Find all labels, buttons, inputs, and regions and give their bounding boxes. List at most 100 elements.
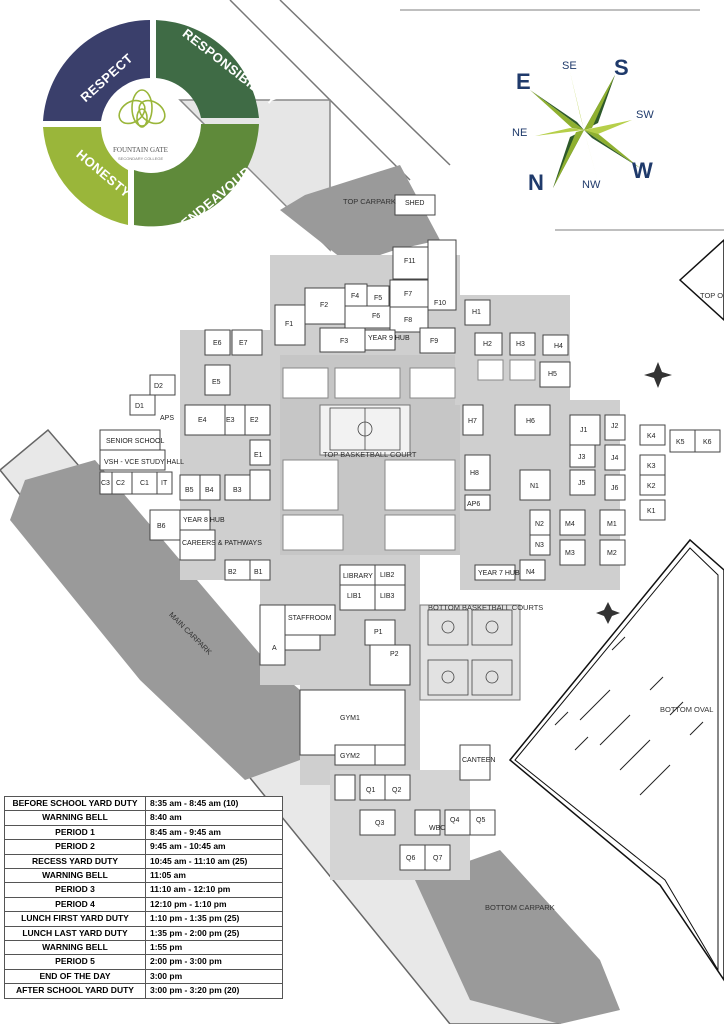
label-c1: C1 xyxy=(140,480,149,487)
schedule-time: 2:00 pm - 3:00 pm xyxy=(145,954,283,970)
schedule-time: 10:45 am - 11:10 am (25) xyxy=(145,853,283,870)
landmark-stars xyxy=(596,362,672,624)
compass-w: W xyxy=(632,158,653,183)
label-m2: M2 xyxy=(607,550,617,557)
schedule-event: BEFORE SCHOOL YARD DUTY xyxy=(4,795,146,812)
label-n2: N2 xyxy=(535,521,544,528)
label-q1: Q1 xyxy=(366,787,375,794)
label-e3: E3 xyxy=(226,417,235,424)
schedule-event: PERIOD 1 xyxy=(4,824,146,841)
label-j6: J6 xyxy=(611,485,619,492)
label-year8-hub: YEAR 8 HUB xyxy=(183,517,225,524)
label-d1: D1 xyxy=(135,403,144,410)
label-f4: F4 xyxy=(351,293,359,300)
label-e6: E6 xyxy=(213,340,222,347)
school-logo: RESPECT RESPONSIBILITY HONESTY ENDEAVOUR… xyxy=(43,20,280,231)
label-h3: H3 xyxy=(516,341,525,348)
schedule-time: 1:55 pm xyxy=(145,940,283,956)
bottom-carpark xyxy=(415,850,620,1024)
oval-markings xyxy=(554,636,704,796)
label-f7: F7 xyxy=(404,291,412,298)
label-m4: M4 xyxy=(565,521,575,528)
court-markings xyxy=(329,407,513,696)
schedule-time: 12:10 pm - 1:10 pm xyxy=(145,896,283,913)
label-e7: E7 xyxy=(239,340,248,347)
top-oval xyxy=(678,238,724,322)
label-c3: C3 xyxy=(101,480,110,487)
label-top-oval: TOP OVAL xyxy=(700,291,724,300)
label-h2: H2 xyxy=(483,341,492,348)
label-bottom-oval: BOTTOM OVAL xyxy=(660,705,713,714)
label-bottom-carpark: BOTTOM CARPARK xyxy=(485,903,555,912)
compass-nw: NW xyxy=(582,179,601,191)
label-j1: J1 xyxy=(580,427,588,434)
label-lib2: LIB2 xyxy=(380,572,395,579)
label-f2: F2 xyxy=(320,302,328,309)
label-f1: F1 xyxy=(285,321,293,328)
label-b6: B6 xyxy=(157,523,166,530)
label-vsh: VSH - VCE STUDY HALL xyxy=(104,459,184,466)
label-h4: H4 xyxy=(554,343,563,350)
label-e1: E1 xyxy=(254,452,263,459)
label-p1: P1 xyxy=(374,629,383,636)
schedule-time: 8:35 am - 8:45 am (10) xyxy=(145,795,283,812)
compass-ne: NE xyxy=(512,127,527,139)
label-careers: CAREERS & PATHWAYS xyxy=(182,540,262,547)
label-it: IT xyxy=(161,480,168,487)
schedule-event: PERIOD 5 xyxy=(4,954,146,970)
compass-n: N xyxy=(528,170,544,195)
label-k3: K3 xyxy=(647,463,656,470)
label-b4: B4 xyxy=(205,487,214,494)
label-q6: Q6 xyxy=(406,855,415,862)
logo-school-name: FOUNTAIN GATE xyxy=(113,146,168,154)
compass-se: SE xyxy=(562,60,577,72)
label-library: LIBRARY xyxy=(343,573,373,580)
label-k1: K1 xyxy=(647,508,656,515)
label-b1: B1 xyxy=(254,569,263,576)
label-n1: N1 xyxy=(530,483,539,490)
compass-s: S xyxy=(614,55,629,80)
bottom-oval xyxy=(508,538,724,982)
label-j4: J4 xyxy=(611,455,619,462)
label-j5: J5 xyxy=(578,480,586,487)
label-q2: Q2 xyxy=(392,787,401,794)
label-m3: M3 xyxy=(565,550,575,557)
label-wbc: WBC xyxy=(429,825,445,832)
label-bottom-basketball-courts: BOTTOM BASKETBALL COURTS xyxy=(428,603,543,612)
schedule-event: RECESS YARD DUTY xyxy=(4,853,146,870)
building-labels: F11 F10 F2 F4 F5 F7 F1 F6 F8 F3 YEAR 9 H… xyxy=(101,200,712,862)
label-e2: E2 xyxy=(250,417,259,424)
compass-e: E xyxy=(516,69,531,94)
label-a: A xyxy=(272,645,277,652)
label-top-basketball-court: TOP BASKETBALL COURT xyxy=(323,450,417,459)
label-staffroom: STAFFROOM xyxy=(288,615,332,622)
schedule-time: 9:45 am - 10:45 am xyxy=(145,839,283,855)
label-lib3: LIB3 xyxy=(380,593,395,600)
label-b2: B2 xyxy=(228,569,237,576)
label-d2: D2 xyxy=(154,383,163,390)
label-k6: K6 xyxy=(703,439,712,446)
compass-sw: SW xyxy=(636,109,654,121)
label-f9: F9 xyxy=(430,338,438,345)
label-canteen: CANTEEN xyxy=(462,757,495,764)
label-k2: K2 xyxy=(647,483,656,490)
label-h1: H1 xyxy=(472,309,481,316)
schedule-event: WARNING BELL xyxy=(4,810,146,826)
label-lib1: LIB1 xyxy=(347,593,362,600)
logo-segment-respect xyxy=(43,20,150,121)
schedule-event: WARNING BELL xyxy=(4,868,146,884)
label-n4: N4 xyxy=(526,569,535,576)
label-q7: Q7 xyxy=(433,855,442,862)
label-m1: M1 xyxy=(607,521,617,528)
schedule-event: END OF THE DAY xyxy=(4,968,146,985)
